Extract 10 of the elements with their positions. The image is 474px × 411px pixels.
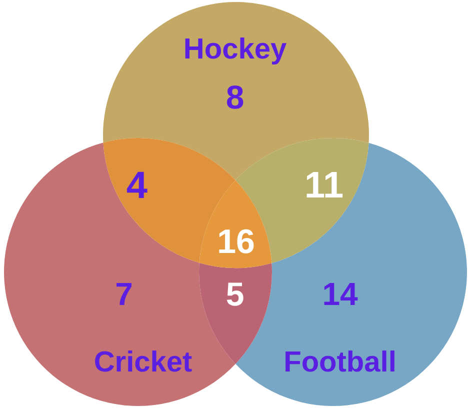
set-name: Football <box>284 348 396 378</box>
set-name: Cricket <box>94 348 192 378</box>
count-label: 16 <box>217 225 255 259</box>
count-label: 14 <box>322 278 358 310</box>
set-name: Hockey <box>183 36 287 64</box>
count-label: 8 <box>226 80 244 114</box>
count-label: 5 <box>226 278 244 310</box>
count-label: 4 <box>126 167 148 205</box>
count-label: 7 <box>115 278 133 310</box>
count-label: 11 <box>304 166 344 204</box>
